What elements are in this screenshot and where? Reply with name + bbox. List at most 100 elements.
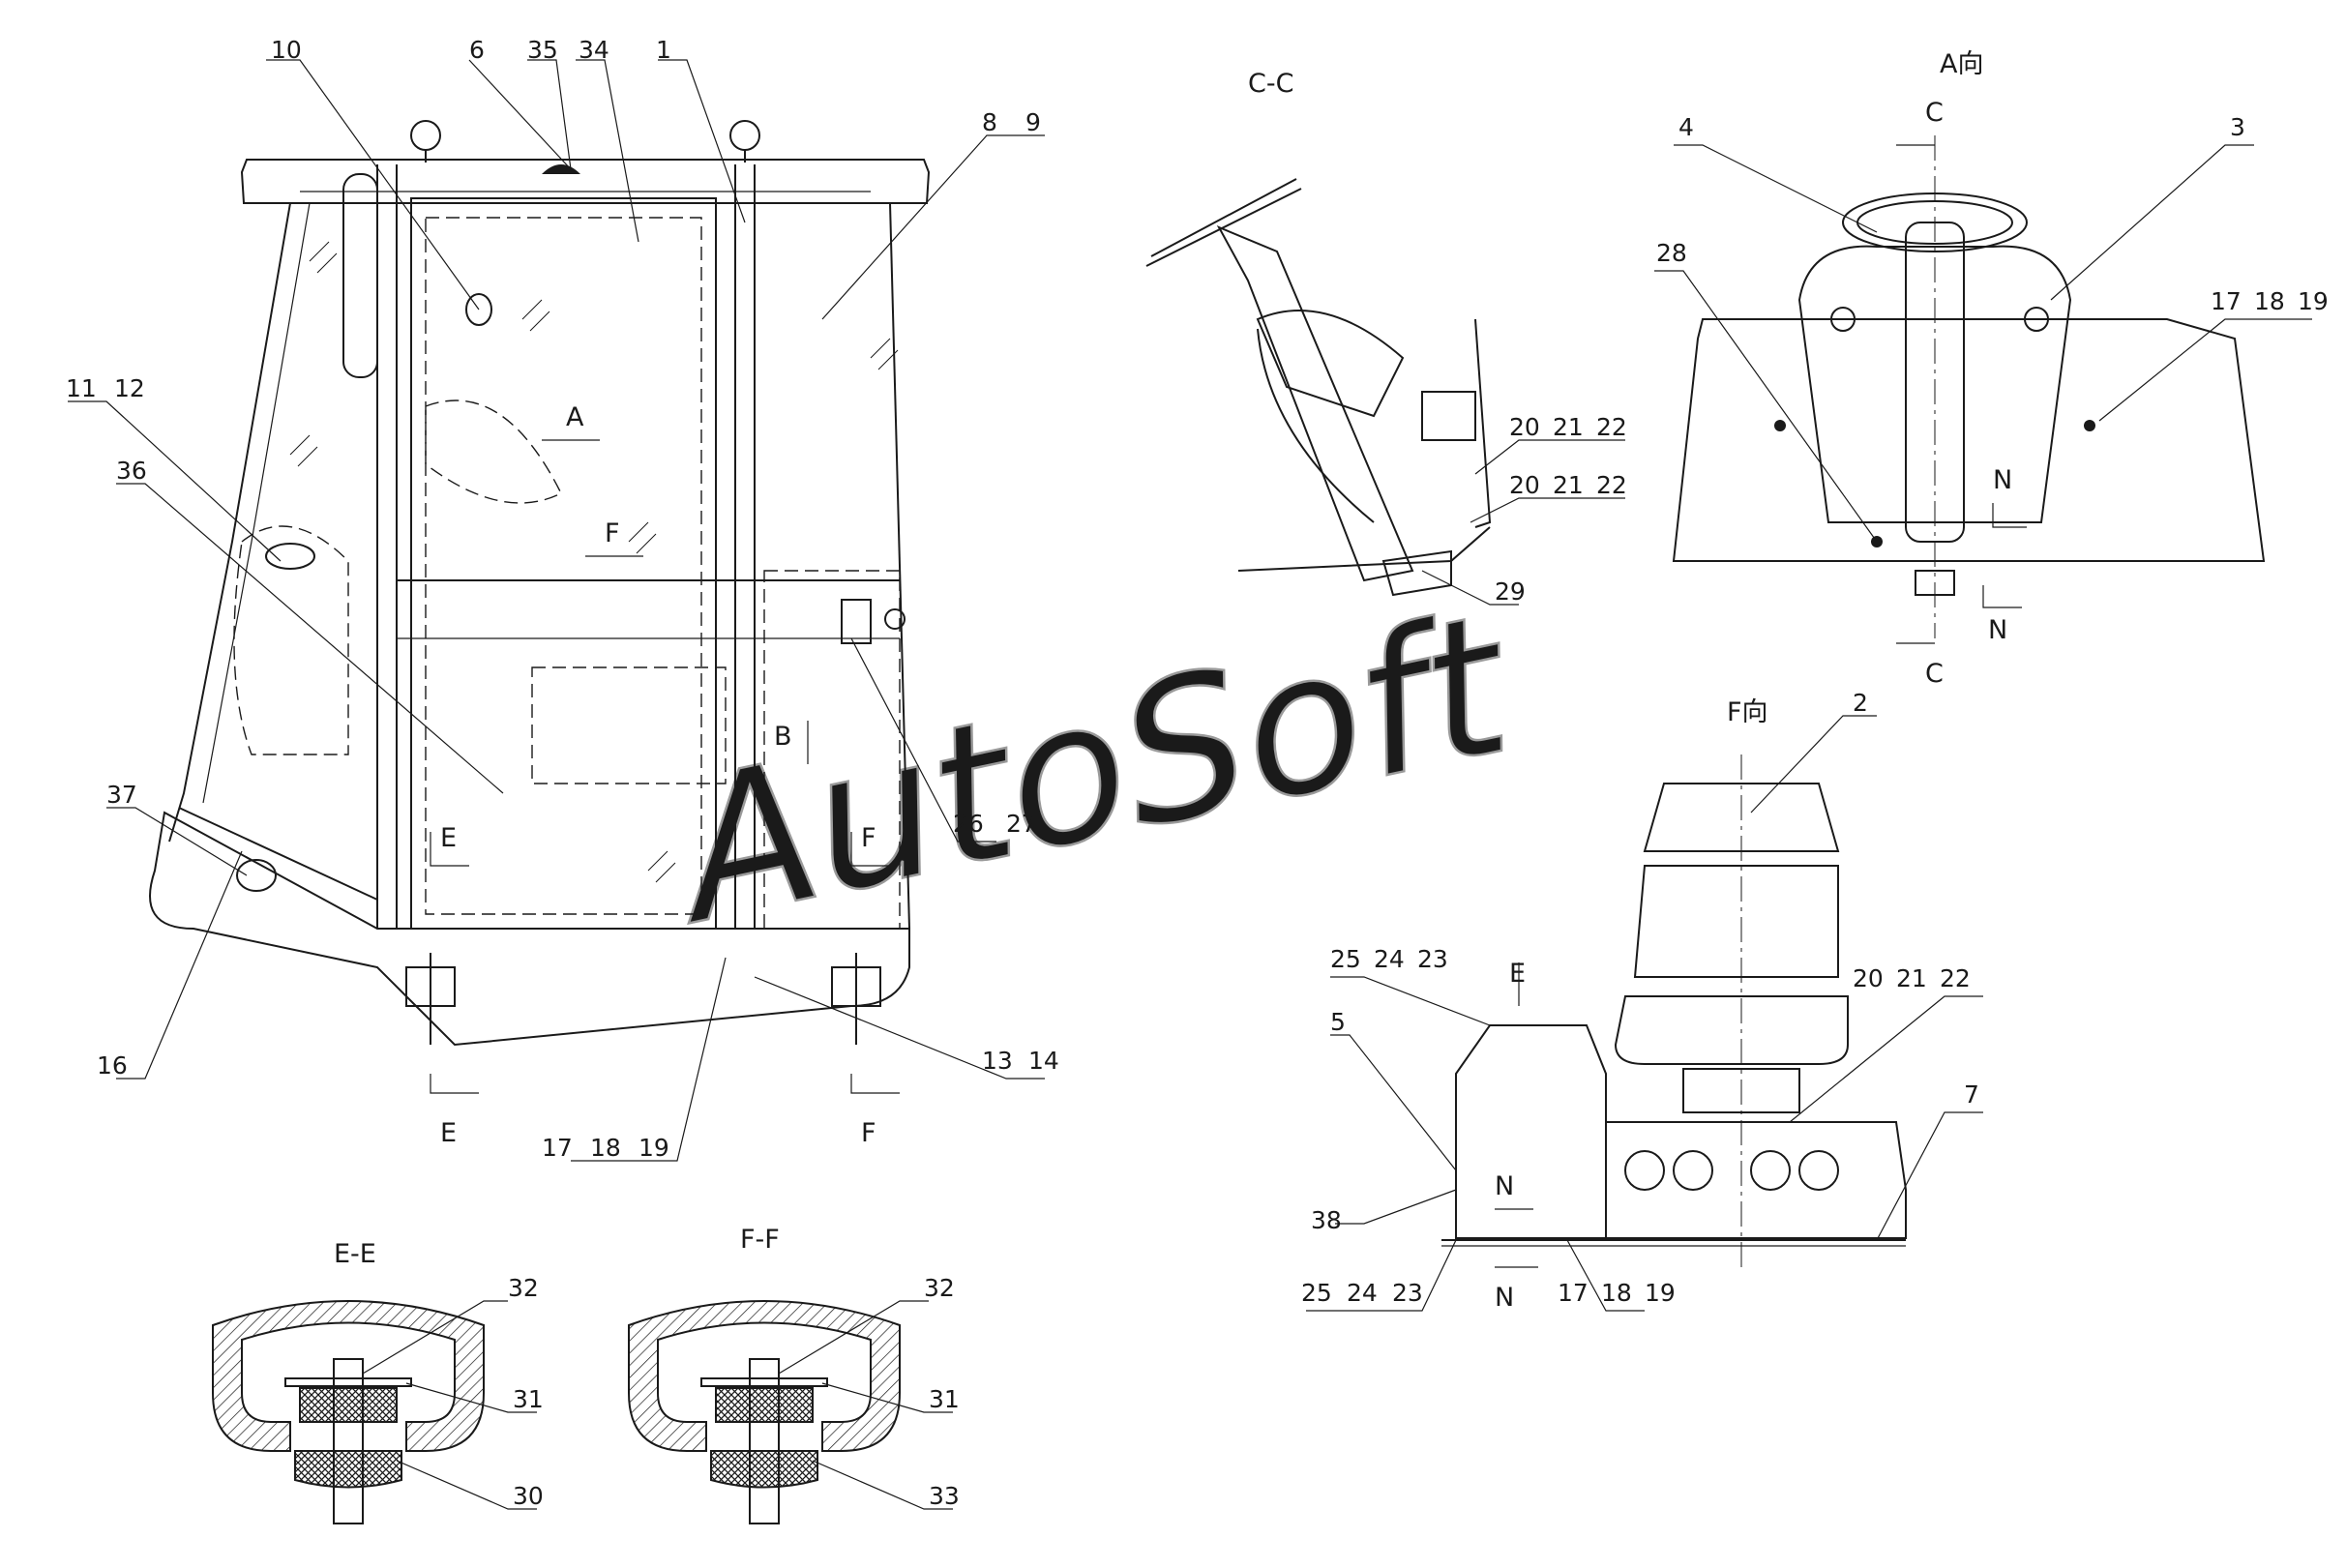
front-pillar-inner <box>202 202 311 804</box>
cc-leader <box>1470 497 1625 523</box>
main-side-view: A F B E F E F 10 6 <box>66 36 1059 1162</box>
glass-hatch <box>289 241 899 883</box>
ff-rubber-lower <box>710 1450 818 1489</box>
f-label-25b: 25 <box>1301 1279 1332 1307</box>
f-seat-base <box>1682 1068 1800 1113</box>
f-label-24b: 24 <box>1347 1279 1378 1307</box>
door-lock <box>841 599 872 644</box>
ee-rubber-lower <box>294 1450 402 1489</box>
f-marker-n: N <box>1495 1171 1514 1201</box>
a-floor-panel <box>1672 318 2266 562</box>
view-f: F向 E N N 2 20 21 22 <box>1301 689 1983 1313</box>
f-label-18: 18 <box>1601 1279 1632 1307</box>
a-leader <box>2050 144 2254 301</box>
label-17: 17 <box>542 1134 573 1162</box>
ff-bracket <box>628 1300 901 1452</box>
marker-f-bottom-arrow <box>850 1074 900 1094</box>
label-36: 36 <box>116 457 147 485</box>
cc-label-22b: 22 <box>1596 471 1627 499</box>
a-marker-n-arrow <box>1992 503 2027 528</box>
cc-label-29: 29 <box>1495 577 1526 606</box>
a-column <box>1905 222 1965 543</box>
ee-leader <box>396 1460 537 1510</box>
a-label-28: 28 <box>1656 239 1687 267</box>
watermark: AutoSoft <box>651 572 1530 969</box>
roof-outline <box>240 159 931 204</box>
label-8: 8 <box>982 108 997 136</box>
marker-e-top: E <box>440 823 457 853</box>
door-frame <box>410 197 717 930</box>
a-label-17: 17 <box>2211 287 2242 315</box>
marker-f-bottom: F <box>861 1118 876 1148</box>
f-knob <box>1750 1150 1791 1191</box>
label-14: 14 <box>1028 1047 1059 1075</box>
console-ghost <box>531 666 727 784</box>
a-marker-c-top: C <box>1925 98 1944 128</box>
f-label-38: 38 <box>1311 1206 1342 1234</box>
marker-e-bottom: E <box>440 1118 457 1148</box>
section-ee: E-E 32 31 30 <box>212 1239 544 1524</box>
cc-box <box>1421 391 1476 441</box>
f-marker-e: E <box>1509 959 1526 989</box>
label-19: 19 <box>638 1134 669 1162</box>
f-label-23: 23 <box>1417 945 1448 973</box>
cc-hub <box>1256 310 1405 418</box>
a-label-4: 4 <box>1678 113 1694 141</box>
ee-label-32: 32 <box>508 1274 539 1302</box>
ee-bracket <box>212 1300 485 1452</box>
section-cc-view: C-C 20 21 22 20 21 22 29 <box>1145 69 1627 606</box>
ff-bolt <box>749 1358 780 1524</box>
ee-leader <box>362 1300 508 1375</box>
label-37: 37 <box>106 781 137 809</box>
f-label-20: 20 <box>1853 964 1884 992</box>
ee-washer <box>284 1377 412 1387</box>
label-1: 1 <box>656 36 671 64</box>
f-leader <box>1306 1239 1457 1312</box>
label-26: 26 <box>953 810 984 838</box>
cc-label-20: 20 <box>1509 413 1540 441</box>
marker-f-top-arrow <box>850 832 890 867</box>
label-27: 27 <box>1006 810 1037 838</box>
cc-leader <box>1474 439 1625 475</box>
handrail <box>342 173 378 378</box>
cc-wall-plate <box>1474 318 1492 528</box>
f-leader <box>1876 1111 1983 1241</box>
a-gauge <box>2024 307 2049 332</box>
ee-title: E-E <box>334 1239 376 1269</box>
cc-wheel-rim <box>1145 188 1302 267</box>
label-13: 13 <box>982 1047 1013 1075</box>
f-label-24: 24 <box>1374 945 1405 973</box>
cc-title: C-C <box>1248 69 1293 99</box>
ff-rubber-upper <box>715 1387 814 1423</box>
f-knob <box>1673 1150 1713 1191</box>
a-gauge <box>1830 307 1856 332</box>
f-label-2: 2 <box>1853 689 1868 717</box>
cc-label-22: 22 <box>1596 413 1627 441</box>
cc-leader <box>1421 570 1519 606</box>
view-a: A向 C C N N 4 3 28 17 18 19 <box>1654 49 2329 689</box>
door-dash <box>425 217 702 915</box>
a-leader <box>2098 318 2312 422</box>
main-leaders <box>68 59 1045 1162</box>
lifting-ring <box>729 120 760 151</box>
f-leader <box>1789 995 1983 1123</box>
ff-leader <box>812 1460 953 1510</box>
label-9: 9 <box>1025 108 1041 136</box>
steering-wheel-ghost <box>425 399 562 504</box>
f-marker-n-bottom: N <box>1495 1283 1514 1313</box>
label-11: 11 <box>66 374 97 402</box>
base-edge <box>178 807 378 901</box>
label-12: 12 <box>114 374 145 402</box>
cc-wheel <box>1150 178 1297 257</box>
label-35: 35 <box>527 36 558 64</box>
label-6: 6 <box>469 36 485 64</box>
ff-title: F-F <box>740 1225 780 1255</box>
ee-label-30: 30 <box>513 1482 544 1510</box>
ee-rubber-upper <box>299 1387 398 1423</box>
f-label-7: 7 <box>1964 1080 1979 1109</box>
f-seat-back <box>1633 865 1839 978</box>
f-label-21: 21 <box>1896 964 1927 992</box>
marker-b: B <box>774 722 792 752</box>
f-leader <box>1330 976 1491 1026</box>
